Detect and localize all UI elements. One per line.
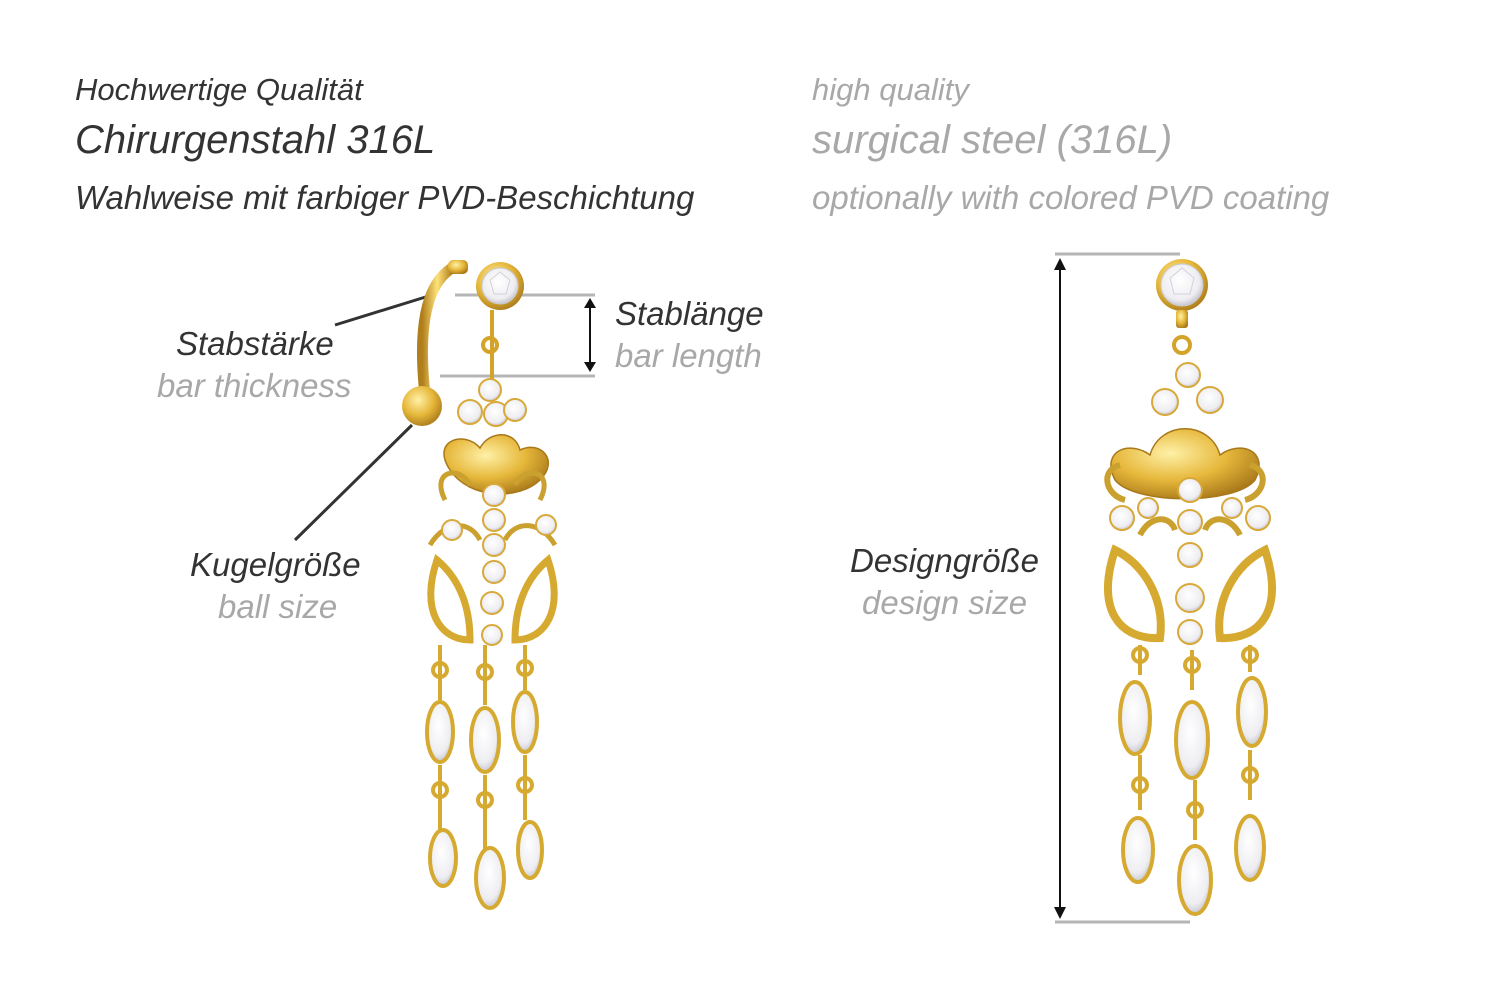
design-size-indicator <box>1054 252 1190 924</box>
jewelry-side-view <box>402 260 558 910</box>
label-design-size-en: design size <box>862 584 1028 621</box>
label-bar-thickness-de: Stabstärke <box>176 325 334 362</box>
bar-thickness-pointer <box>334 293 433 327</box>
bar-length-indicator <box>440 293 596 378</box>
label-design-size-de: Designgröße <box>850 542 1039 579</box>
label-ball-size-en: ball size <box>218 588 338 625</box>
label-bar-length-de: Stablänge <box>615 295 764 332</box>
ball-size-pointer <box>293 423 414 542</box>
header-quality-en: high quality <box>812 72 969 107</box>
header-material-en: surgical steel (316L) <box>812 118 1173 162</box>
jewelry-front-view <box>1103 259 1277 916</box>
header-coating-en: optionally with colored PVD coating <box>812 179 1330 216</box>
label-bar-length-en: bar length <box>615 337 762 374</box>
header-coating-de: Wahlweise mit farbiger PVD-Beschichtung <box>75 179 695 216</box>
header-material-de: Chirurgenstahl 316L <box>75 118 436 162</box>
header-quality-de: Hochwertige Qualität <box>75 72 363 107</box>
label-bar-thickness-en: bar thickness <box>157 367 352 404</box>
label-ball-size-de: Kugelgröße <box>190 546 361 583</box>
